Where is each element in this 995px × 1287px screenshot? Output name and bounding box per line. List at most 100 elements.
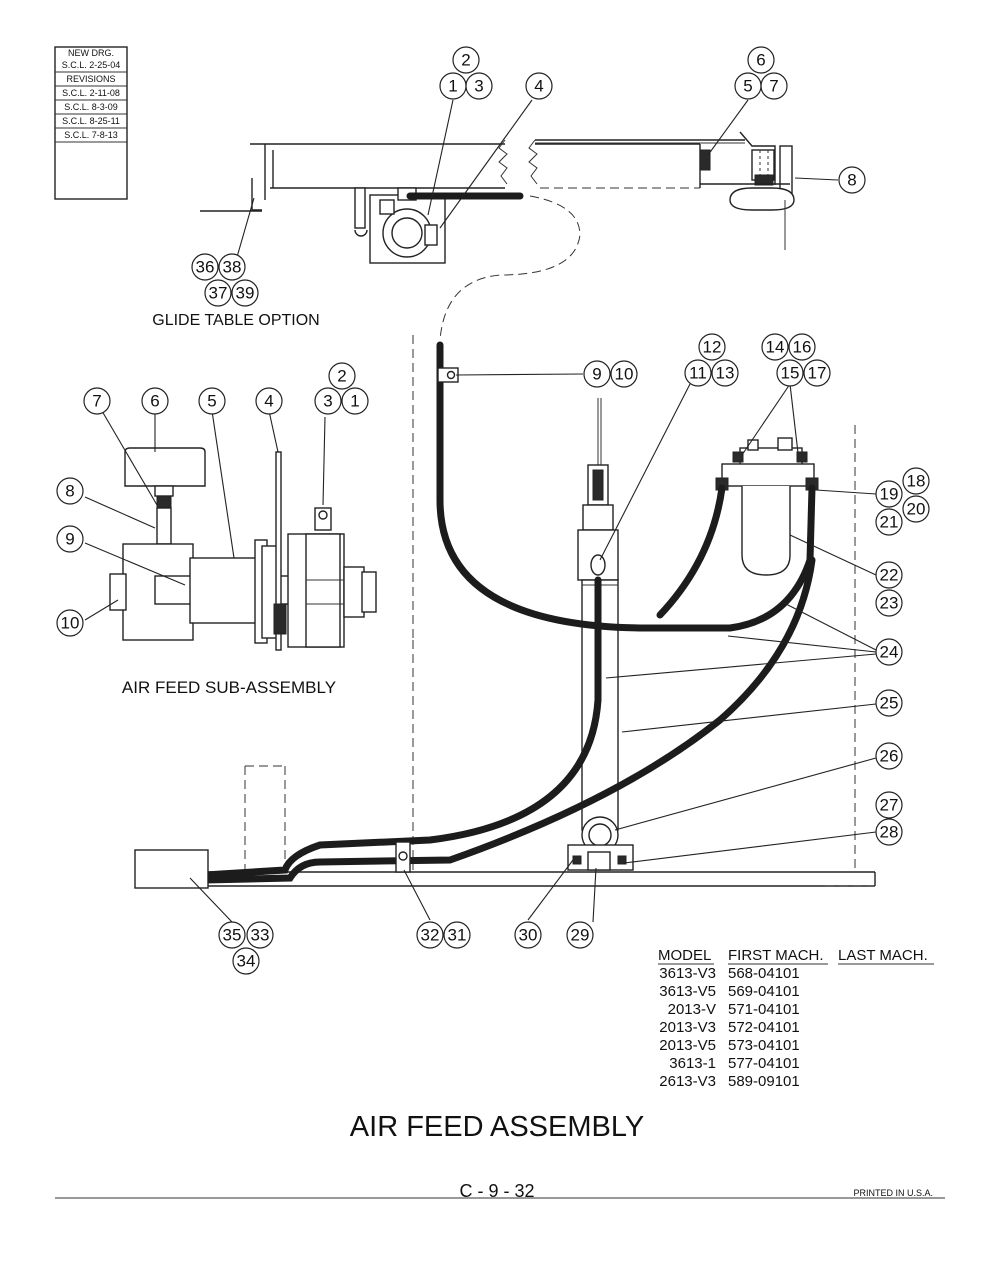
first-mach-cell: 571-04101 (728, 1001, 800, 1018)
callout-13: 13 (711, 359, 739, 387)
callout-sub-1: 1 (341, 387, 369, 415)
callout-sub-3: 3 (314, 387, 342, 415)
callout-11: 11 (684, 359, 712, 387)
callout-sub-8: 8 (56, 477, 84, 505)
model-cell: 2013-V3 (659, 1019, 716, 1036)
callout-2: 2 (452, 46, 480, 74)
model-cell: 3613-V5 (659, 983, 716, 1000)
callout-22: 22 (875, 561, 903, 589)
svg-text:14: 14 (766, 338, 785, 357)
svg-text:12: 12 (703, 338, 722, 357)
svg-text:36: 36 (196, 258, 215, 277)
callout-3: 3 (465, 72, 493, 100)
callout-21: 21 (875, 508, 903, 536)
svg-text:6: 6 (150, 392, 159, 411)
callout-sub-6: 6 (141, 387, 169, 415)
model-cell: 2613-V3 (659, 1073, 716, 1090)
svg-text:5: 5 (743, 77, 752, 96)
new-drg-label: NEW DRG. (68, 48, 114, 58)
callout-37: 37 (204, 279, 232, 307)
revisions-label: REVISIONS (66, 74, 115, 84)
svg-text:38: 38 (223, 258, 242, 277)
svg-text:10: 10 (615, 365, 634, 384)
callout-5: 5 (734, 72, 762, 100)
model-table: MODEL FIRST MACH. LAST MACH. 3613-V3 568… (658, 947, 934, 1090)
svg-text:7: 7 (769, 77, 778, 96)
printed-label: PRINTED IN U.S.A. (853, 1188, 933, 1198)
revision-block: NEW DRG. S.C.L. 2-25-04 REVISIONS S.C.L.… (54, 46, 128, 200)
callout-16: 16 (788, 333, 816, 361)
svg-text:3: 3 (323, 392, 332, 411)
model-header: MODEL (658, 947, 711, 964)
first-mach-cell: 573-04101 (728, 1037, 800, 1054)
callout-sub-7: 7 (83, 387, 111, 415)
svg-text:32: 32 (421, 926, 440, 945)
svg-text:28: 28 (880, 823, 899, 842)
glide-table-view (200, 131, 795, 341)
model-cell: 3613-1 (669, 1055, 716, 1072)
revision-entry: S.C.L. 8-25-11 (62, 116, 120, 126)
svg-text:19: 19 (880, 485, 899, 504)
svg-text:8: 8 (847, 171, 856, 190)
callout-15: 15 (776, 359, 804, 387)
svg-text:8: 8 (65, 482, 74, 501)
svg-text:33: 33 (251, 926, 270, 945)
svg-text:18: 18 (907, 472, 926, 491)
svg-text:23: 23 (880, 594, 899, 613)
air-hoses (134, 341, 816, 889)
first-mach-cell: 572-04101 (728, 1019, 800, 1036)
svg-text:1: 1 (350, 392, 359, 411)
callout-sub-4: 4 (255, 387, 283, 415)
new-drg-entry: S.C.L. 2-25-04 (62, 60, 121, 70)
svg-text:5: 5 (207, 392, 216, 411)
callout-35: 35 (218, 921, 246, 949)
callout-25: 25 (875, 689, 903, 717)
first-mach-cell: 577-04101 (728, 1055, 800, 1072)
svg-text:24: 24 (880, 643, 899, 662)
svg-text:21: 21 (880, 513, 899, 532)
svg-text:26: 26 (880, 747, 899, 766)
svg-text:2: 2 (461, 51, 470, 70)
callout-sub-9: 9 (56, 525, 84, 553)
svg-text:37: 37 (209, 284, 228, 303)
page-title: AIR FEED ASSEMBLY (350, 1111, 644, 1143)
svg-text:11: 11 (689, 364, 707, 383)
leader-lines (84, 99, 877, 923)
glide-table-label: GLIDE TABLE OPTION (152, 312, 319, 329)
svg-text:35: 35 (223, 926, 242, 945)
first-mach-cell: 589-09101 (728, 1073, 800, 1090)
revision-entry: S.C.L. 8-3-09 (64, 102, 118, 112)
callout-26: 26 (875, 742, 903, 770)
callout-10: 10 (610, 360, 638, 388)
callout-38: 38 (218, 253, 246, 281)
callout-7: 7 (760, 72, 788, 100)
callout-sub-5: 5 (198, 387, 226, 415)
callout-28: 28 (875, 818, 903, 846)
first-mach-cell: 569-04101 (728, 983, 800, 1000)
callout-12: 12 (698, 333, 726, 361)
callout-sub-2: 2 (328, 362, 356, 390)
callout-39: 39 (231, 279, 259, 307)
revision-entry: S.C.L. 7-8-13 (64, 130, 118, 140)
svg-text:4: 4 (264, 392, 273, 411)
callout-23: 23 (875, 589, 903, 617)
svg-text:30: 30 (519, 926, 538, 945)
svg-text:27: 27 (880, 796, 899, 815)
last-mach-header: LAST MACH. (838, 947, 928, 964)
sub-assembly-label: AIR FEED SUB-ASSEMBLY (122, 678, 336, 697)
air-feed-sub-assembly-view (109, 447, 377, 651)
svg-text:22: 22 (880, 566, 899, 585)
svg-text:25: 25 (880, 694, 899, 713)
callout-20: 20 (902, 495, 930, 523)
callout-31: 31 (443, 921, 471, 949)
callout-32: 32 (416, 921, 444, 949)
model-cell: 2013-V (668, 1001, 716, 1018)
callouts: 2 1 3 4 6 5 7 8 36 38 37 39 9 10 12 11 1… (56, 46, 930, 975)
svg-text:9: 9 (592, 365, 601, 384)
callout-24: 24 (875, 638, 903, 666)
svg-text:3: 3 (474, 77, 483, 96)
svg-text:39: 39 (236, 284, 255, 303)
machine-frame (205, 335, 876, 887)
svg-text:17: 17 (808, 364, 827, 383)
